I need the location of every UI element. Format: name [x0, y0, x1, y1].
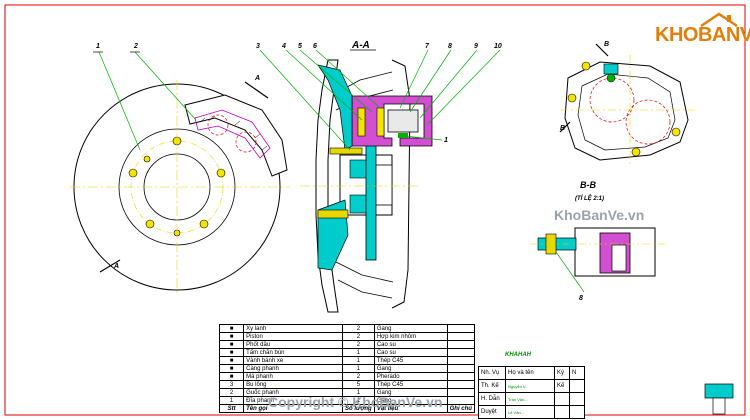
bolt-hole	[143, 155, 151, 163]
house-icon	[700, 12, 738, 28]
caliper-inner	[194, 109, 271, 159]
wheel-rim-right	[391, 59, 411, 309]
bb-inner-bore	[611, 244, 627, 272]
section-aa-title: A-A	[351, 40, 370, 51]
callout-8-bb: 8	[579, 295, 583, 302]
cut-line-a-bottom	[99, 259, 121, 273]
bolt-section	[317, 209, 349, 219]
bolt-hole	[145, 219, 155, 229]
mount-hole	[631, 147, 641, 157]
callout-7: 7	[425, 43, 430, 50]
callout-4: 4	[281, 43, 286, 50]
detail-piston-2	[625, 99, 671, 145]
bolt-hole	[128, 168, 138, 178]
callout-1: 1	[96, 43, 100, 50]
section-aa-leaders	[259, 49, 501, 151]
cut-line-b-bottom	[559, 121, 571, 133]
leader-1	[98, 51, 141, 151]
disc-view	[70, 80, 290, 295]
mount-hole	[567, 93, 577, 103]
mount-hole	[581, 61, 591, 71]
caliper-piston-hidden	[207, 114, 229, 136]
logo-text: KHOBANVE	[655, 24, 750, 46]
title-block-title: KHAHAH	[505, 352, 531, 358]
callout-9: 9	[474, 43, 478, 50]
pad-right	[376, 107, 385, 137]
brake-pad-hatch	[199, 115, 268, 151]
site-logo: KHOBANVE	[655, 12, 750, 52]
bolt-section	[329, 147, 363, 155]
mount-hole	[671, 127, 681, 137]
detail-piston-1	[589, 77, 635, 123]
caliper-piston-hidden	[235, 131, 257, 153]
callout-10: 10	[494, 43, 502, 50]
callout-5: 5	[298, 43, 302, 50]
section-bb-title: B-B	[580, 180, 596, 190]
caliper-inner-outline	[577, 73, 676, 151]
callout-1-section: 1	[444, 137, 448, 144]
cut-line-a-top	[244, 81, 269, 99]
cut-line-b-top	[595, 43, 609, 57]
wheel-spoke-bottom	[335, 261, 394, 299]
bolt-hole	[199, 219, 209, 229]
pad-left	[357, 107, 366, 137]
cut-mark-b-top: B	[604, 41, 609, 48]
watermark-copyright: Copyright © KhoBanVe.vn	[268, 394, 443, 410]
section-bb-scale: (TỈ LỆ 2:1)	[575, 194, 604, 202]
leader-2	[134, 51, 197, 121]
callout-2: 2	[133, 43, 138, 50]
nipple-cap	[606, 73, 616, 83]
partial-detail-bottom	[704, 383, 734, 415]
caliper-outline	[564, 61, 689, 161]
hub-bearing-bottom	[349, 194, 369, 214]
section-aa-view	[300, 59, 433, 313]
section-bb-view	[530, 227, 665, 293]
callout-3: 3	[256, 43, 260, 50]
caliper-section	[351, 95, 433, 147]
drawing-frame	[4, 4, 746, 416]
callout-8: 8	[448, 43, 452, 50]
watermark-site: KhoBanVe.vn	[554, 207, 645, 223]
bb-leader-8	[555, 251, 585, 293]
seal	[398, 133, 408, 138]
piston-section	[387, 109, 419, 133]
bleed-nipple	[603, 63, 619, 75]
bolt-hole	[216, 168, 226, 178]
caliper-body	[184, 94, 288, 177]
cut-mark-a-bottom: A	[113, 263, 119, 270]
cut-mark-b-bottom: B	[560, 125, 565, 132]
hub-bearing-top	[349, 159, 369, 179]
cut-mark-a-top: A	[254, 75, 260, 82]
callout-6: 6	[313, 43, 317, 50]
caliper-detail-view	[559, 43, 695, 165]
